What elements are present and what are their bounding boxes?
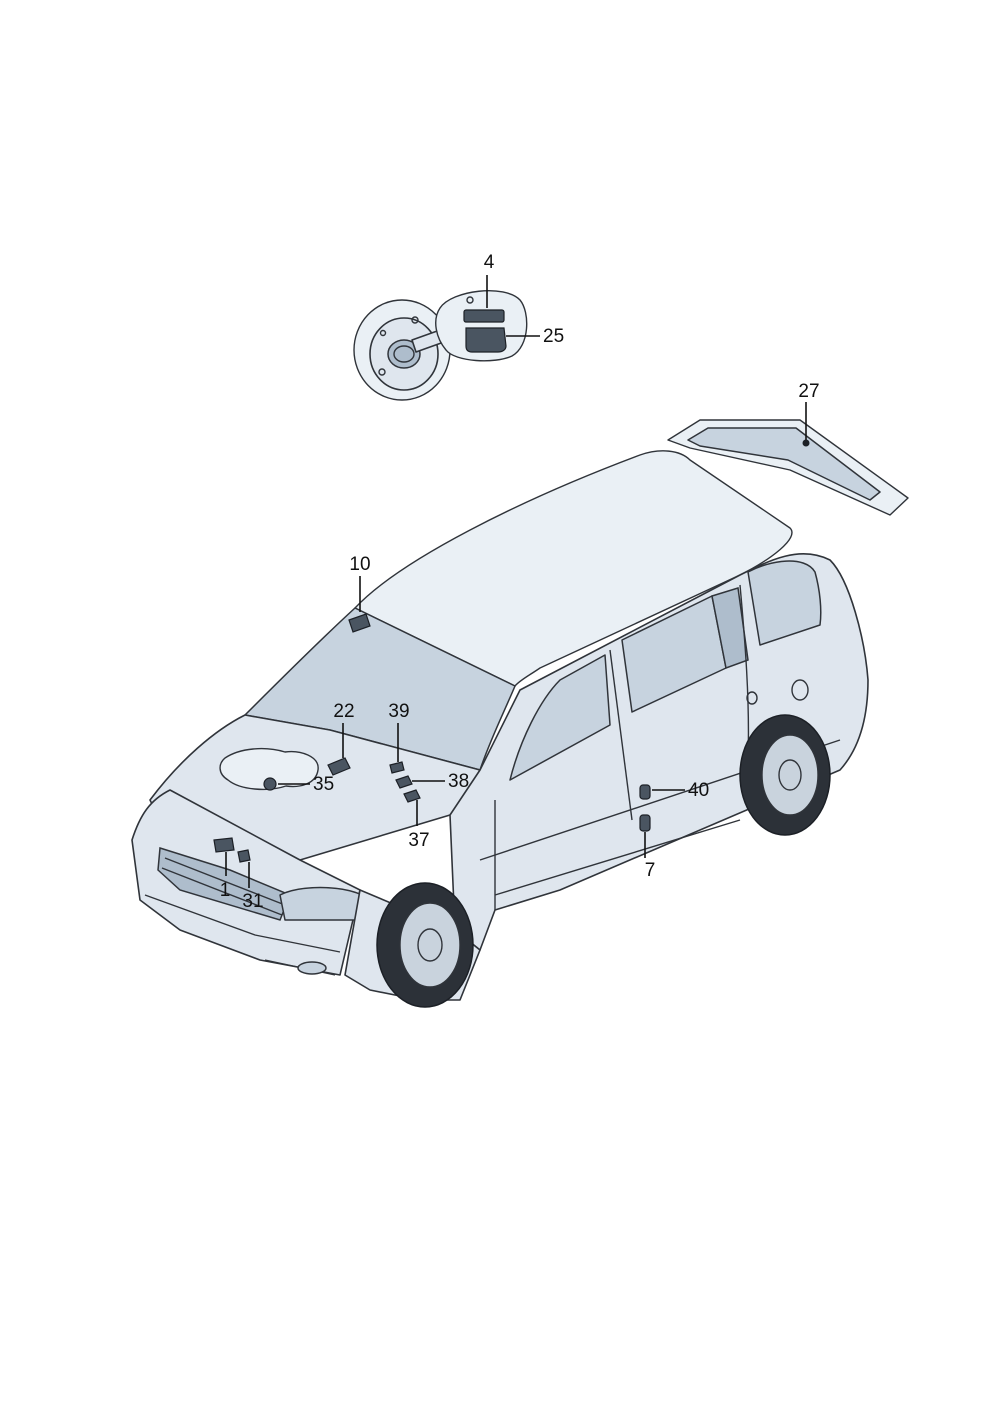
callout-25: 25 [543,326,564,347]
label-sticker-27 [802,439,810,447]
label-sticker-39 [389,761,405,774]
label-sticker-10 [348,613,371,633]
tailgate [667,419,909,516]
front-wheel [376,882,474,1008]
callout-22: 22 [333,701,354,722]
callout-4: 4 [484,252,495,273]
label-sticker-1 [213,837,235,853]
label-sticker-4 [463,309,505,323]
label-sticker-25 [465,327,507,353]
callout-27: 27 [798,381,819,402]
callout-35: 35 [313,774,334,795]
stickers [213,613,651,863]
label-sticker-22 [327,757,351,776]
callout-38: 38 [448,771,469,792]
label-sticker-7 [639,814,651,832]
callout-7: 7 [645,860,656,881]
callout-1: 1 [220,880,231,901]
label-sticker-37 [403,789,421,803]
callout-31: 31 [242,891,263,912]
fuel-flap-detail [353,290,528,401]
label-sticker-31 [237,849,251,863]
callout-40: 40 [688,780,709,801]
label-sticker-35 [263,777,277,791]
callout-39: 39 [388,701,409,722]
callout-labels: 4 25 27 10 22 39 38 35 37 40 1 31 7 [220,252,820,912]
callout-10: 10 [349,554,370,575]
leader-lines [225,275,807,888]
callout-37: 37 [408,830,429,851]
label-sticker-38 [395,775,413,789]
rear-wheel [739,714,831,836]
vehicle-body [131,450,869,1001]
label-sticker-40 [639,784,651,800]
